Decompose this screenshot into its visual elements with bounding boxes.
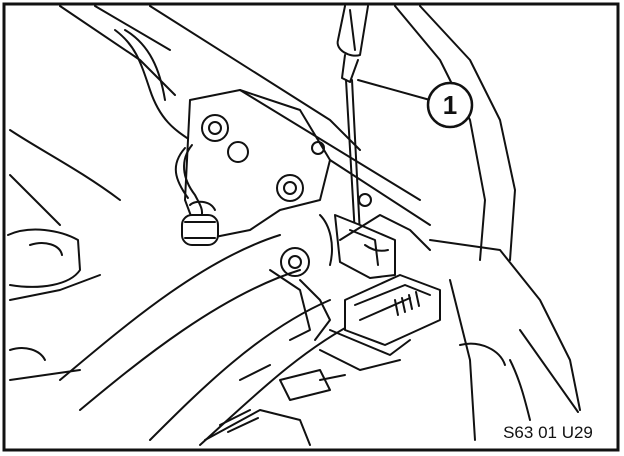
figure-code: S63 01 U29 bbox=[503, 423, 593, 442]
bolt-middle bbox=[276, 174, 304, 202]
body-panel bbox=[7, 5, 361, 381]
cable-connector bbox=[174, 144, 219, 246]
pointer-line bbox=[519, 329, 579, 413]
screwdriver bbox=[336, 5, 369, 251]
headlight-housing bbox=[394, 5, 581, 441]
figure-frame bbox=[2, 2, 620, 452]
bolt-upper bbox=[201, 114, 229, 142]
callout-circle bbox=[426, 81, 474, 129]
callout-number: 1 bbox=[443, 90, 457, 120]
retaining-clip bbox=[319, 214, 431, 279]
hole bbox=[227, 141, 249, 163]
callout-leader bbox=[357, 79, 431, 101]
bolt-lower bbox=[280, 247, 310, 277]
lower-components bbox=[204, 364, 346, 446]
electrical-connector bbox=[319, 274, 441, 371]
lower-rail bbox=[59, 234, 361, 446]
